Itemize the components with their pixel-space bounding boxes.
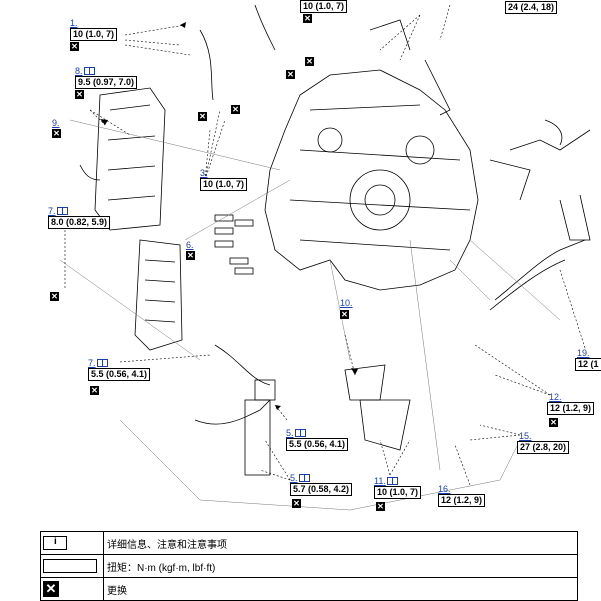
- callout-7-upper: 7. 8.0 (0.82, 5.9): [48, 206, 111, 229]
- callout-number[interactable]: 6.: [186, 240, 194, 250]
- callout-number[interactable]: 3.: [200, 168, 208, 178]
- torque-label: 12 (1: [575, 358, 601, 371]
- callout-10: 10. ✕: [340, 298, 353, 319]
- callout-12: 12. 12 (1.2, 9) ✕: [547, 392, 595, 427]
- callout-7-lower: 7. 5.5 (0.56, 4.1) ✕: [88, 358, 151, 395]
- replace-icon: ✕: [198, 112, 207, 121]
- callout-top: 10 (1.0, 7) ✕: [300, 0, 348, 23]
- callout-number[interactable]: 1.: [70, 18, 78, 28]
- callout-number[interactable]: 9.: [52, 118, 60, 128]
- book-icon: [298, 474, 310, 482]
- legend-text: 更换: [103, 577, 578, 601]
- replace-icon: ✕: [50, 292, 59, 301]
- callout-3: 3. 10 (1.0, 7): [200, 168, 248, 191]
- legend-row: 详细信息、注意和注意事项: [40, 531, 578, 555]
- wire-harness: [194, 344, 271, 425]
- side-cover: [94, 87, 166, 231]
- book-icon: [56, 207, 68, 215]
- callout-5-upper: 5. 5.5 (0.56, 4.1): [286, 428, 349, 451]
- replace-icon: ✕: [376, 502, 385, 511]
- book-icon: [386, 477, 398, 485]
- callout-number[interactable]: 8.: [75, 66, 137, 76]
- torque-label: 10 (1.0, 7): [374, 486, 422, 499]
- torque-label: 27 (2.8, 20): [517, 441, 570, 454]
- callout-8: 8. 9.5 (0.97, 7.0) ✕: [75, 66, 138, 99]
- replace-icon: ✕: [43, 581, 59, 597]
- callout-number[interactable]: 5.: [286, 428, 348, 438]
- replace-icon: ✕: [70, 42, 79, 51]
- legend-text: 扭矩：N·m (kgf·m, lbf·ft): [103, 554, 578, 578]
- torque-label: 24 (2.4, 18): [505, 1, 558, 14]
- replace-icon: ✕: [52, 129, 61, 138]
- replace-icon: ✕: [90, 386, 99, 395]
- torque-label: 5.7 (0.58, 4.2): [290, 483, 353, 496]
- book-icon: [83, 67, 95, 75]
- torque-box-icon: [43, 559, 97, 573]
- callout-16: 16. 12 (1.2, 9): [438, 484, 486, 507]
- legend-text: 详细信息、注意和注意事项: [103, 531, 578, 555]
- callout-number[interactable]: 11.: [374, 476, 421, 486]
- book-icon: [43, 536, 67, 550]
- callout-number[interactable]: 7.: [88, 358, 150, 368]
- pipe-bracket: [494, 239, 586, 301]
- callout-number[interactable]: 16.: [438, 484, 451, 494]
- callout-top-right: 24 (2.4, 18): [505, 1, 558, 14]
- replace-icon: ✕: [75, 90, 84, 99]
- replace-icon: ✕: [186, 251, 195, 260]
- callout-number[interactable]: 7.: [48, 206, 110, 216]
- torque-label: 12 (1.2, 9): [438, 494, 486, 507]
- replace-icon: ✕: [340, 310, 349, 319]
- callout-9: 9. ✕: [52, 118, 61, 138]
- torque-label: 5.5 (0.56, 4.1): [88, 368, 151, 381]
- transmission-exploded-diagram: [59, 4, 591, 511]
- replace-icon: ✕: [305, 57, 314, 66]
- callout-1: 1. 10 (1.0, 7) ✕: [70, 18, 118, 51]
- legend-table: 详细信息、注意和注意事项 扭矩：N·m (kgf·m, lbf·ft) ✕ 更换: [40, 531, 578, 601]
- torque-label: 10 (1.0, 7): [70, 28, 118, 41]
- torque-label: 10 (1.0, 7): [300, 0, 348, 13]
- transmission-case: [264, 69, 479, 291]
- callout-19: 19. 12 (1: [575, 348, 601, 371]
- torque-label: 5.5 (0.56, 4.1): [286, 438, 349, 451]
- replace-icon: ✕: [231, 105, 240, 114]
- book-icon: [294, 429, 306, 437]
- replace-icon: ✕: [286, 70, 295, 79]
- callout-number[interactable]: 10.: [340, 298, 353, 308]
- book-icon: [96, 359, 108, 367]
- callout-15: 15. 27 (2.8, 20): [517, 431, 570, 454]
- callout-number[interactable]: 19.: [577, 348, 590, 358]
- callout-6: 6. ✕: [186, 240, 195, 260]
- callout-number[interactable]: 12.: [549, 392, 562, 402]
- replace-icon: ✕: [303, 14, 312, 23]
- torque-label: 9.5 (0.97, 7.0): [75, 76, 138, 89]
- callout-number[interactable]: 15.: [519, 431, 532, 441]
- callout-5-lower: 5. 5.7 (0.58, 4.2) ✕: [290, 473, 353, 508]
- replace-icon: ✕: [292, 499, 301, 508]
- legend-row: ✕ 更换: [40, 577, 578, 601]
- valve-body: [134, 239, 183, 351]
- torque-label: 12 (1.2, 9): [547, 402, 595, 415]
- legend-row: 扭矩：N·m (kgf·m, lbf·ft): [40, 554, 578, 578]
- torque-label: 8.0 (0.82, 5.9): [48, 216, 111, 229]
- callout-11: 11. 10 (1.0, 7) ✕: [374, 476, 422, 511]
- callout-number[interactable]: 5.: [290, 473, 352, 483]
- torque-label: 10 (1.0, 7): [200, 178, 248, 191]
- sensor-plate: [344, 364, 386, 401]
- replace-icon: ✕: [549, 418, 558, 427]
